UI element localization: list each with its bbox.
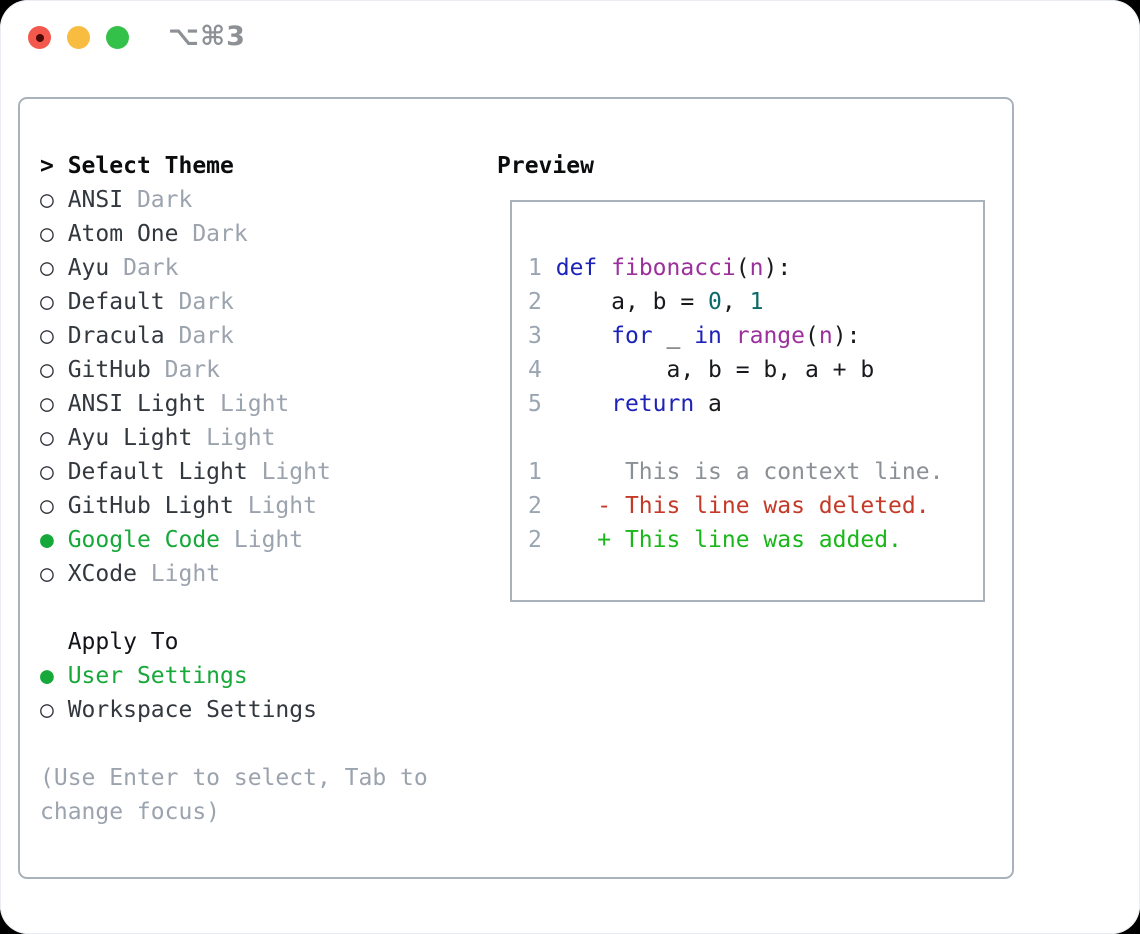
line-number: 2 — [528, 289, 542, 315]
radio-icon: ○ — [40, 459, 68, 485]
theme-option-github-light[interactable]: ○ GitHub Light Light — [40, 493, 317, 519]
radio-icon: ○ — [40, 697, 68, 723]
apply-to-label: Apply To — [67, 629, 179, 655]
diff-sample: 1 This is a context line. 2 - This line w… — [528, 455, 983, 557]
theme-option-ayu-light[interactable]: ○ Ayu Light Light — [40, 425, 276, 451]
radio-icon: ○ — [40, 561, 68, 587]
theme-option-ansi-light[interactable]: ○ ANSI Light Light — [40, 391, 290, 417]
code-line: 5 return a — [528, 391, 722, 417]
radio-icon: ○ — [40, 221, 68, 247]
minimize-button[interactable] — [67, 26, 90, 49]
hint-text: (Use Enter to select, Tab to — [40, 765, 428, 791]
code-line: 2 a, b = 0, 1 — [528, 289, 764, 315]
close-dot-icon — [36, 34, 44, 42]
radio-selected-icon: ● — [40, 527, 68, 553]
line-number: 5 — [528, 391, 542, 417]
radio-icon: ○ — [40, 323, 68, 349]
radio-icon: ○ — [40, 289, 68, 315]
window-title-shortcut: ⌥⌘3 — [168, 21, 246, 52]
spacer — [40, 591, 428, 625]
radio-icon: ○ — [40, 493, 68, 519]
diff-line-deleted: 2 - This line was deleted. — [528, 493, 930, 519]
preview-pane: 1 def fibonacci(n): 2 a, b = 0, 1 3 for _ … — [510, 200, 985, 602]
code-line: 3 for _ in range(n): — [528, 323, 861, 349]
radio-selected-icon: ● — [40, 663, 68, 689]
code-line: 1 def fibonacci(n): — [528, 255, 792, 281]
diff-line-added: 2 + This line was added. — [528, 527, 902, 553]
close-button[interactable] — [28, 26, 51, 49]
hint-text: change focus) — [40, 799, 221, 825]
line-number: 4 — [528, 357, 542, 383]
theme-option-github[interactable]: ○ GitHub Dark — [40, 357, 221, 383]
radio-icon: ○ — [40, 187, 68, 213]
theme-option-ansi[interactable]: ○ ANSI Dark — [40, 187, 193, 213]
code-line: 4 a, b = b, a + b — [528, 357, 875, 383]
line-number: 1 — [528, 255, 542, 281]
spacer — [40, 727, 428, 761]
diff-line-context: 1 This is a context line. — [528, 459, 944, 485]
line-number: 1 — [528, 459, 542, 485]
zoom-button[interactable] — [106, 26, 129, 49]
theme-option-atom-one[interactable]: ○ Atom One Dark — [40, 221, 248, 247]
apply-to-option-user-settings[interactable]: ● User Settings — [40, 663, 248, 689]
theme-option-ayu[interactable]: ○ Ayu Dark — [40, 255, 179, 281]
radio-icon: ○ — [40, 425, 68, 451]
line-number: 2 — [528, 493, 542, 519]
theme-sidebar: > Select Theme ○ ANSI Dark ○ Atom One Dark… — [40, 149, 428, 829]
line-number: 2 — [528, 527, 542, 553]
radio-icon: ○ — [40, 391, 68, 417]
theme-option-google-code[interactable]: ● Google Code Light — [40, 527, 304, 553]
theme-option-dracula[interactable]: ○ Dracula Dark — [40, 323, 234, 349]
code-sample: 1 def fibonacci(n): 2 a, b = 0, 1 3 for _ … — [528, 251, 983, 421]
line-number: 3 — [528, 323, 542, 349]
theme-option-default-light[interactable]: ○ Default Light Light — [40, 459, 331, 485]
preview-title: Preview — [497, 153, 594, 179]
select-theme-header: > Select Theme — [40, 153, 234, 179]
theme-picker-panel: > Select Theme ○ ANSI Dark ○ Atom One Dark… — [18, 97, 1014, 879]
radio-icon: ○ — [40, 357, 68, 383]
apply-to-option-workspace-settings[interactable]: ○ Workspace Settings — [40, 697, 317, 723]
theme-option-xcode[interactable]: ○ XCode Light — [40, 561, 221, 587]
theme-option-default[interactable]: ○ Default Dark — [40, 289, 234, 315]
radio-icon: ○ — [40, 255, 68, 281]
